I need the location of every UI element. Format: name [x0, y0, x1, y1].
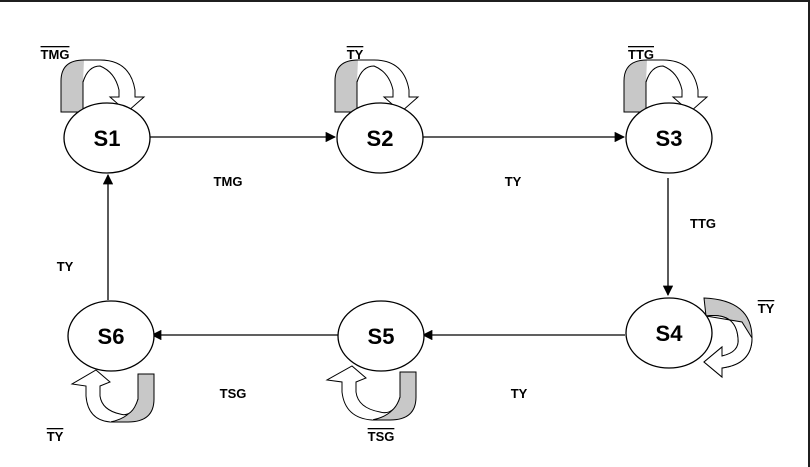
state-s6: S6	[67, 300, 155, 372]
state-s1-label: S1	[94, 126, 121, 151]
state-s6-label: S6	[98, 324, 125, 349]
loop-label-s4: TY	[758, 301, 775, 316]
state-s1: S1	[63, 102, 151, 174]
self-loop-s3	[623, 59, 709, 113]
self-loop-s6	[70, 369, 155, 423]
loop-label-s2: TY	[347, 47, 364, 62]
edge-label-s2-s3: TY	[505, 174, 522, 189]
self-loop-s4	[703, 297, 753, 379]
self-loop-s1	[60, 59, 146, 113]
edge-label-s5-s6: TSG	[220, 386, 247, 401]
state-s2-label: S2	[367, 126, 394, 151]
loop-label-s3: TTG	[628, 47, 654, 62]
state-s5: S5	[337, 300, 425, 372]
loop-label-s5: TSG	[368, 429, 395, 444]
self-loop-s2	[334, 59, 420, 113]
edge-label-s1-s2: TMG	[214, 174, 243, 189]
edge-label-s6-s1: TY	[57, 259, 74, 274]
state-s3: S3	[625, 102, 713, 174]
state-s5-label: S5	[368, 324, 395, 349]
state-s2: S2	[336, 102, 424, 174]
state-s3-label: S3	[656, 126, 683, 151]
state-s4-label: S4	[656, 321, 684, 346]
self-loop-s5	[325, 365, 417, 421]
state-s4: S4	[625, 297, 713, 369]
edge-label-s4-s5: TY	[511, 386, 528, 401]
loop-label-s1: TMG	[41, 47, 70, 62]
edge-label-s3-s4: TTG	[690, 216, 716, 231]
loop-label-s6: TY	[47, 429, 64, 444]
